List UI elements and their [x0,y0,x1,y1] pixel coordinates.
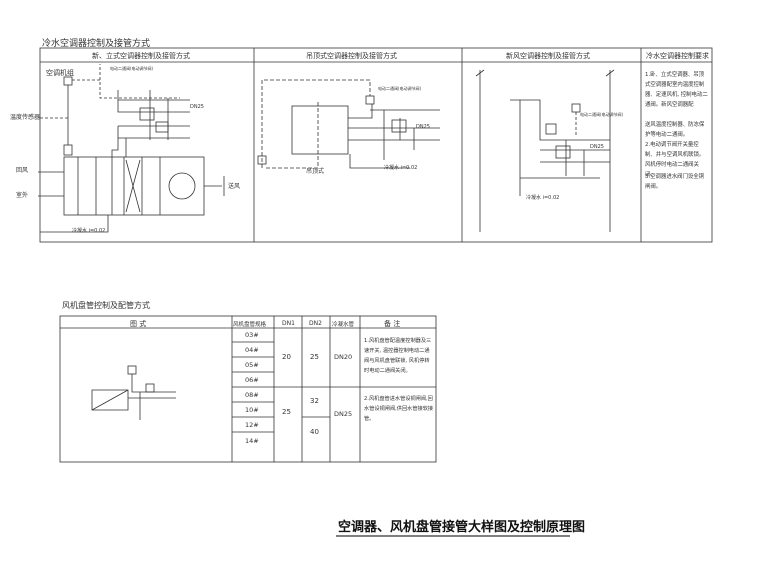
ceiling-unit-diagram [257,79,440,169]
table-header-condensate: 冷凝水管 [332,322,355,328]
panel3-valve-note: 电动二通阀(电动调节阀) [580,112,624,117]
panel2-valve-note: 电动二通阀(电动调节阀) [378,86,422,91]
fresh-air-diagram [475,69,615,232]
fan-coil-note-1: 1.风机盘管配温度控制器及三速开关, 温控器控制电动二通阀与风机盘管联锁, 风机… [364,338,432,374]
requirement-2: 送风温度控制器、防冻保护等电动二通阀。 [645,122,705,138]
condensate-value: DN25 [334,410,353,418]
panel3-header: 新风空调器控制及接管方式 [506,52,590,60]
model-row: 06# [245,376,259,384]
dn1-value: 25 [282,408,291,416]
model-row: 10# [245,406,259,414]
model-row: 05# [245,361,259,369]
panel2-pipe-dn: DN25 [416,124,430,130]
fan-coil-diagram [91,365,176,420]
condensate-value: DN20 [334,353,353,361]
section1-title: 冷水空调器控制及接管方式 [42,39,151,49]
top-frame [39,47,713,243]
panel2-slope: 冷凝水 i=0.02 [384,165,418,171]
model-row: 03# [245,331,259,339]
dn1-value: 20 [282,353,291,361]
supply-air-label: 送风 [228,183,241,190]
panel2-header: 吊顶式空调器控制及接管方式 [306,52,397,60]
model-row: 12# [245,421,259,429]
fan-coil-table-grid [59,315,437,463]
model-row: 04# [245,346,259,354]
ahu-diagram [38,64,225,233]
fan-coil-note-2: 2.风机盘管进水管设铜闸阀,回水管设铜闸阀,供回水管接软接管。 [364,396,434,422]
panel3-slope: 冷凝水 i=0.02 [526,195,560,201]
dn2-value: 25 [310,353,319,361]
table-header-dn1: DN1 [282,320,295,327]
temp-sensor-label: 温度传感器 [10,114,41,121]
requirement-3: 2.电动调节阀开关量控制、并与空调风机联锁。风机停时电动二通阀关闭。 [645,142,705,178]
model-row: 14# [245,437,259,445]
panel1-header: 新、立式空调器控制及接管方式 [92,52,190,60]
ceiling-unit-label: 吊顶式 [306,168,325,175]
panel3-pipe-dn: DN25 [590,144,604,150]
panel1-valve-note: 电动二通阀(电动调节阀) [110,66,154,71]
table-header-model: 风机盘管规格 [233,322,267,328]
controller-label: 空调机组 [46,69,74,77]
panel1-slope: 冷凝水 i=0.02 [72,228,106,234]
model-row: 08# [245,391,259,399]
dn2-value: 40 [310,428,319,436]
table-header-notes: 备 注 [384,320,401,328]
drawing-title: 空调器、风机盘管接管大样图及控制原理图 [338,520,586,535]
requirement-1: 1.卧、立式空调器、吊顶式空调器配室内温度控制器、定速风机, 控制电动二通阀。新… [645,72,708,108]
dn2-value: 32 [310,397,319,405]
section2-title: 风机盘管控制及配管方式 [62,301,150,310]
panel4-header: 冷水空调器控制要求 [646,52,709,60]
requirement-4: 3.空调器进水阀门设全铜闸阀。 [645,174,705,190]
fresh-air-label: 室外 [16,192,29,199]
panel1-pipe-dn: DN25 [190,104,204,110]
table-header-diagram: 图 式 [130,320,147,328]
table-header-dn2: DN2 [309,320,322,327]
return-air-label: 回风 [16,167,29,174]
